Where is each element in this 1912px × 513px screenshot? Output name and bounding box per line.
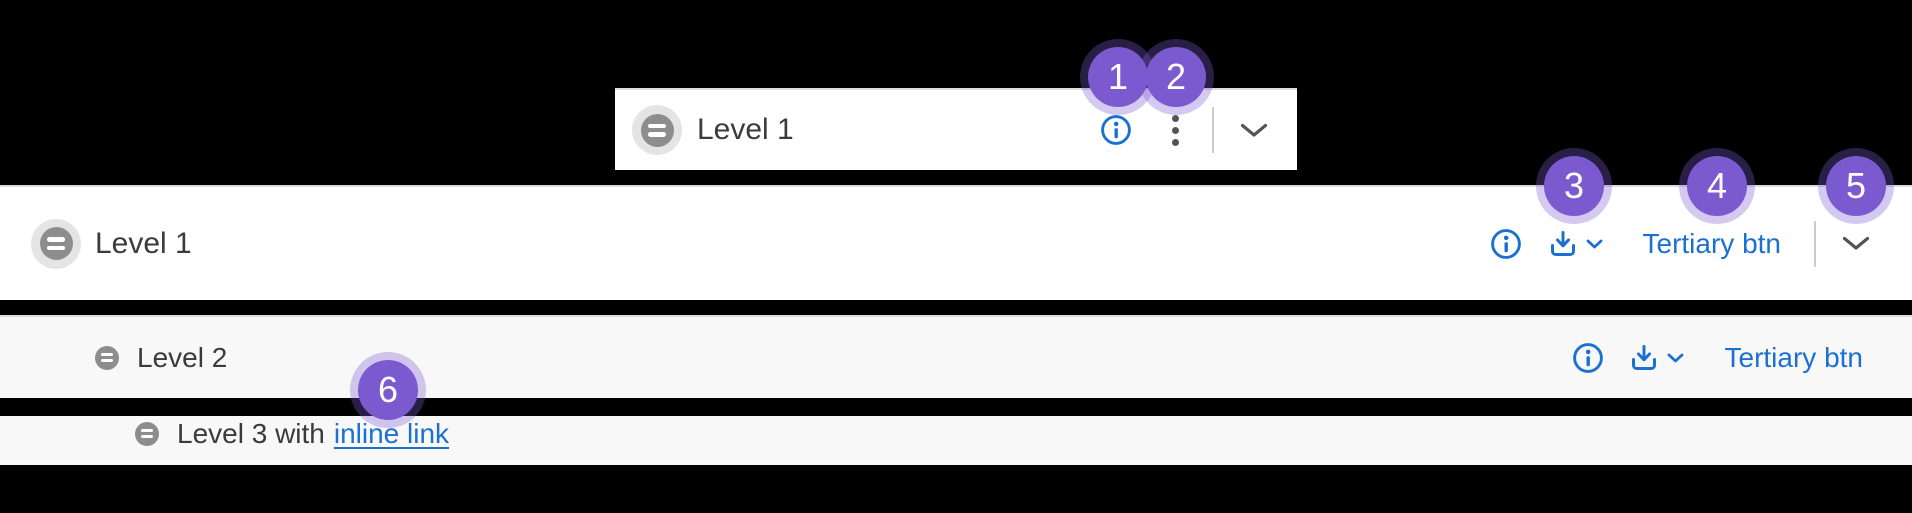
vertical-divider	[1212, 107, 1214, 153]
vertical-divider	[1814, 220, 1816, 267]
caret-down-icon	[1586, 239, 1602, 248]
accordion-header-level-2[interactable]: Level 2 Tertiary btn	[0, 315, 1912, 398]
info-icon[interactable]	[1490, 228, 1522, 260]
accordion-title: Level 1	[95, 226, 192, 260]
annotation-badge-1: 1	[1088, 47, 1148, 107]
download-icon	[1550, 230, 1575, 256]
annotation-badge-6: 6	[358, 360, 418, 420]
annotation-badge-5: 5	[1826, 156, 1886, 216]
info-icon[interactable]	[1572, 342, 1604, 374]
accordion-item-icon	[31, 218, 81, 269]
equals-glyph-icon	[135, 421, 159, 446]
equals-glyph-icon	[95, 345, 119, 370]
chevron-down-icon[interactable]	[1842, 236, 1870, 251]
inline-link[interactable]: inline link	[333, 417, 450, 449]
accordion-title: Level 2	[137, 341, 228, 373]
info-icon[interactable]	[1100, 114, 1132, 146]
annotation-badge-4: 4	[1687, 156, 1747, 216]
chevron-down-icon[interactable]	[1240, 123, 1268, 138]
kebab-menu-icon[interactable]	[1172, 114, 1179, 146]
tertiary-button[interactable]: Tertiary btn	[1724, 341, 1864, 373]
annotation-badge-2: 2	[1146, 47, 1206, 107]
tertiary-button[interactable]: Tertiary btn	[1642, 227, 1782, 259]
accordion-title: Level 3 with	[177, 417, 325, 449]
download-split-button[interactable]	[1629, 343, 1684, 373]
accordion-item-icon	[632, 105, 682, 155]
equals-glyph-icon	[39, 227, 73, 260]
caret-down-icon	[1667, 353, 1683, 362]
download-split-button[interactable]	[1548, 229, 1603, 259]
accordion-header-level-1[interactable]: Level 1 Tertiary btn	[0, 185, 1912, 300]
accordion-title: Level 1	[697, 113, 794, 146]
download-icon	[1631, 344, 1656, 370]
accordion-header-level-3[interactable]: Level 3 with inline link	[0, 416, 1912, 465]
annotation-badge-3: 3	[1544, 156, 1604, 216]
equals-glyph-icon	[640, 113, 674, 147]
